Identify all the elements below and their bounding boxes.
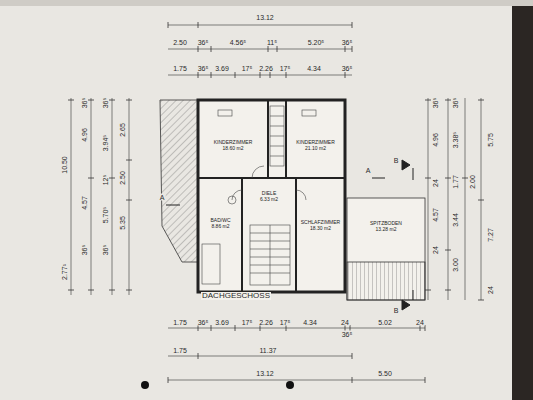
dimension-label: 12⁵ [102,174,109,187]
dimension-label: 17⁵ [279,319,292,326]
dimension-label: 4.57 [81,195,88,211]
dimension-label: A [365,167,372,174]
dimension-label: 2.26 [258,65,274,72]
dimension-label: 3.69 [214,319,230,326]
room-label: BAD/WC8.86 m2 [200,210,241,236]
dimension-label: 36⁵ [341,65,354,72]
room-area: 18.30 m2 [309,225,332,231]
room-area: 13.28 m2 [375,226,398,232]
dimension-label: 17⁵ [241,319,254,326]
dimension-label: 24 [432,245,439,255]
dimension-label: A [159,194,166,201]
dimension-label: 3.38⁵ [452,131,459,150]
dimension-label: 1.77 [452,174,459,190]
dimension-label: 11⁵ [266,39,278,46]
dimension-label: 7.27 [487,227,494,243]
dimension-label: 24 [432,178,439,188]
dimension-label: 13.12 [255,14,275,21]
dimension-label: 3.44 [452,212,459,228]
room-area: 6.33 m2 [259,196,279,202]
dimension-label: 11.37 [259,347,278,354]
dimension-label: B [393,307,400,314]
room-label: SCHLAFZIMMER18.30 m2 [297,212,344,238]
dimension-label: 3.94⁵ [102,134,109,153]
dimension-label: 2.50 [172,39,188,46]
dimension-label: 36⁵ [102,97,109,110]
dimension-label: 36⁵ [81,97,88,110]
dimension-label: 36⁵ [102,244,109,257]
dimension-label: 1.75 [172,319,188,326]
room-area: 21.10 m2 [304,145,327,151]
dimension-label: 2.26 [258,319,274,326]
dimension-label: 5.20⁵ [307,39,326,46]
dimension-label: 36⁵ [197,39,210,46]
dimension-label: 5.50 [377,370,393,377]
dimension-label: 5.75 [487,132,494,148]
dimension-label: 36⁵ [432,97,439,110]
room-label: KINDERZIMMER21.10 m2 [288,130,343,160]
dimension-label: 13.12 [255,370,275,377]
dimension-label: 4.56⁵ [229,39,248,46]
dimension-label: 5.70⁵ [102,206,109,225]
room-area: 18.60 m2 [222,145,245,151]
dimension-label: 24 [340,319,350,326]
dimension-label: 17⁵ [241,65,254,72]
dimension-label: 10.50 [61,155,68,175]
dimension-label: 4.34 [302,319,318,326]
dimension-label: 36⁵ [197,65,210,72]
room-area: 8.86 m2 [210,223,230,229]
dimension-label: 17⁵ [279,65,292,72]
dimension-label: 5.35 [119,215,126,231]
dimension-label: 36⁵ [452,97,459,110]
dimension-label: 2.50 [119,170,126,186]
dimension-label: 24 [415,319,425,326]
dimension-label: 4.96 [432,132,439,148]
dimension-label: 4.57 [432,207,439,223]
room-label: DIELE6.33 m2 [244,183,294,209]
dimension-label: 2.00 [469,174,476,190]
room-label: KINDERZIMMER18.60 m2 [200,130,266,160]
dimension-label: 1.75 [172,347,188,354]
dimension-label: 24 [487,285,494,295]
dimension-label: B [393,157,400,164]
room-label: SPITZBODEN13.28 m2 [349,212,423,240]
dimension-label: 5.02 [377,319,393,326]
dimension-label: 3.69 [214,65,230,72]
dimension-label: 36⁵ [197,319,210,326]
dimension-label: 2.77¹ [61,263,68,281]
dimension-label: 36⁵ [341,39,354,46]
dimension-label: 4.34 [306,65,322,72]
dimension-label: 1.75 [172,65,188,72]
dimension-label: 36⁵ [81,244,88,257]
dimension-label: 3.00 [452,257,459,273]
plan-title: DACHGESCHOSS [201,292,271,300]
dimension-label: 36⁵ [341,331,354,338]
dimension-label: 4.96 [81,127,88,143]
dimension-label: 2.65 [119,122,126,138]
